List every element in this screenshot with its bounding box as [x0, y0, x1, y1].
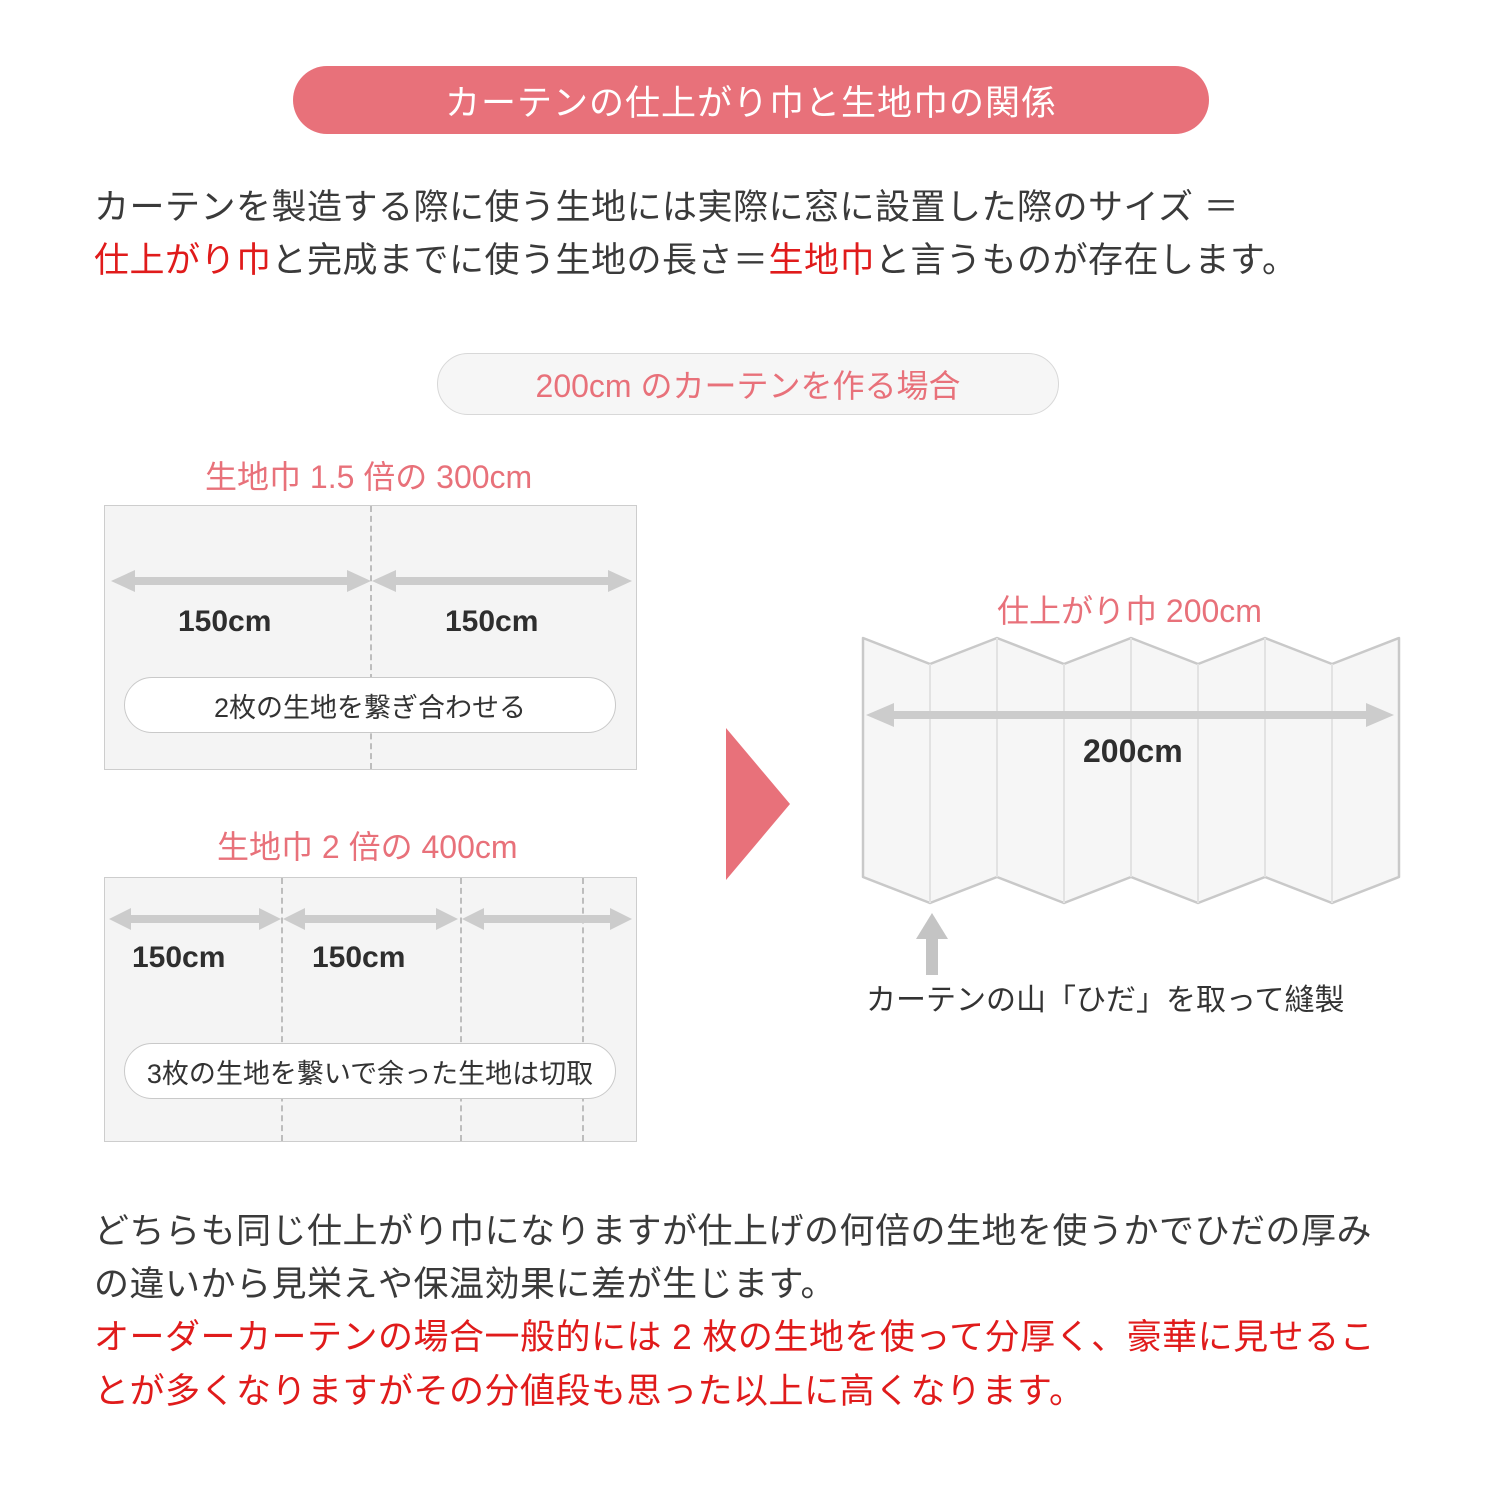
dimension-label-left: 150cm — [178, 605, 272, 638]
fabric-note-pill-1: 2枚の生地を繋ぎ合わせる — [124, 677, 616, 733]
bottom-p2-line1: オーダーカーテンの場合一般的には 2 枚の生地を使って分厚く、豪華に見せるこ — [94, 1318, 1376, 1358]
fabric-seam-line — [370, 506, 372, 769]
curtain-dimension-label: 200cm — [1083, 733, 1183, 769]
scenario-pill: 200cm のカーテンを作る場合 — [437, 353, 1059, 415]
pleated-curtain-illustration — [861, 636, 1401, 905]
dimension-label-right: 150cm — [445, 605, 539, 638]
bottom-p1-line1: どちらも同じ仕上がり巾になりますが仕上げの何倍の生地を使うかでひだの厚み — [94, 1212, 1373, 1251]
scenario-pill-label: 200cm のカーテンを作る場合 — [535, 368, 961, 404]
dimension-arrow-3 — [462, 908, 632, 930]
bottom-paragraph-1: どちらも同じ仕上がり巾になりますが仕上げの何倍の生地を使うかでひだの厚み の違い… — [94, 1205, 1424, 1311]
double-headed-arrow-icon — [866, 703, 1394, 727]
intro-highlight-kijihaba: 生地巾 — [768, 241, 876, 281]
curtain-heading: 仕上がり巾 200cm — [997, 593, 1262, 629]
dimension-label-1: 150cm — [132, 941, 226, 974]
fabric-panel-400cm: 150cm 150cm — [104, 877, 637, 1142]
intro-highlight-shiagari: 仕上がり巾 — [94, 241, 272, 281]
fabric-seam-line — [281, 878, 283, 1141]
panel-2-heading: 生地巾 2 倍の 400cm — [217, 829, 518, 865]
arrow-up-icon — [916, 913, 948, 975]
fabric-note-label-1: 2枚の生地を繋ぎ合わせる — [213, 692, 526, 723]
intro-line2b: と言うものが存在します。 — [875, 241, 1298, 281]
bottom-paragraph-2: オーダーカーテンの場合一般的には 2 枚の生地を使って分厚く、豪華に見せるこ と… — [94, 1311, 1424, 1417]
triangle-right-icon — [726, 728, 790, 880]
dimension-arrow-left — [111, 570, 371, 592]
bottom-paragraphs: どちらも同じ仕上がり巾になりますが仕上げの何倍の生地を使うかでひだの厚み の違い… — [94, 1205, 1424, 1418]
fabric-note-label-2: 3枚の生地を繋いで余った生地は切取 — [146, 1058, 594, 1089]
intro-line2a: と完成までに使う生地の長さ＝ — [271, 241, 769, 281]
title-banner: カーテンの仕上がり巾と生地巾の関係 — [293, 66, 1209, 134]
fabric-seam-line — [582, 878, 584, 1141]
bottom-p1-line2: の違いから見栄えや保温効果に差が生じます。 — [94, 1265, 837, 1305]
dimension-arrow-1 — [109, 908, 281, 930]
panel-1-heading: 生地巾 1.5 倍の 300cm — [205, 459, 533, 495]
intro-paragraph: カーテンを製造する際に使う生地には実際に窓に設置した際のサイズ ＝ 仕上がり巾と… — [94, 181, 1414, 287]
pleat-caption: カーテンの山「ひだ」を取って縫製 — [866, 984, 1345, 1017]
dimension-arrow-right — [372, 570, 632, 592]
fabric-seam-line — [460, 878, 462, 1141]
dimension-arrow-2 — [283, 908, 458, 930]
page-title: カーテンの仕上がり巾と生地巾の関係 — [444, 83, 1057, 123]
fabric-note-pill-2: 3枚の生地を繋いで余った生地は切取 — [124, 1043, 616, 1099]
bottom-p2-line2: とが多くなりますがその分値段も思った以上に高くなります。 — [94, 1371, 1085, 1411]
dimension-label-2: 150cm — [312, 941, 406, 974]
intro-line1: カーテンを製造する際に使う生地には実際に窓に設置した際のサイズ ＝ — [94, 188, 1240, 227]
